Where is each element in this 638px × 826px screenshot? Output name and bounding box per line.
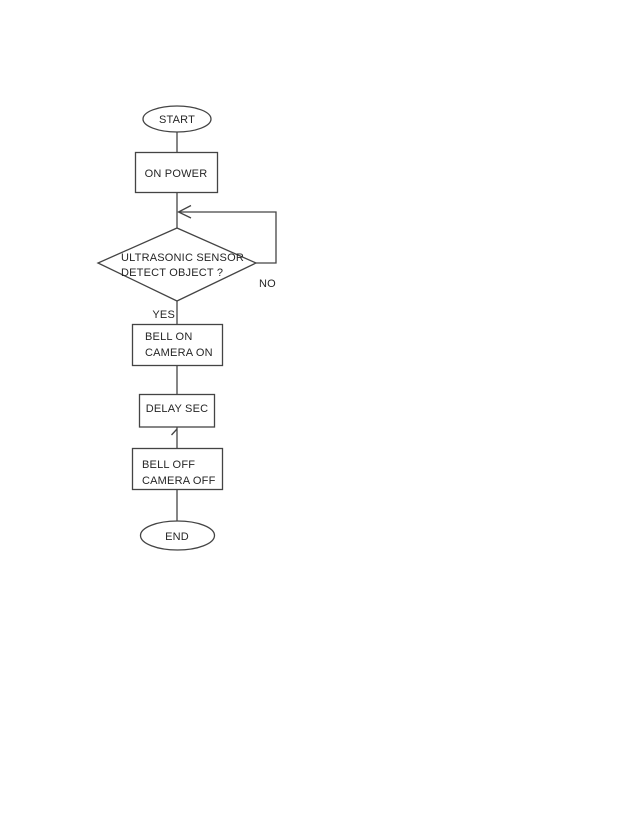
yes-branch-label: YES	[152, 309, 175, 321]
belloff-label-line2: CAMERA OFF	[142, 475, 216, 487]
decision-diamond	[96, 227, 258, 302]
belloff-process	[131, 447, 224, 491]
arrowhead-tick-icon	[171, 428, 178, 436]
delay-process	[138, 393, 216, 428]
decision-label-line1: ULTRASONIC SENSOR	[121, 252, 244, 264]
end-terminator	[139, 520, 216, 551]
bellon-process	[131, 323, 224, 367]
edge-no-loop	[180, 211, 277, 264]
bellon-label-line1: BELL ON	[145, 331, 192, 343]
bellon-label-line2: CAMERA ON	[145, 347, 213, 359]
no-branch-label: NO	[259, 278, 276, 290]
arrowhead-left-icon	[177, 204, 192, 219]
start-terminator	[142, 105, 212, 133]
onpower-process	[134, 151, 219, 194]
decision-label-line2: DETECT OBJECT ?	[121, 267, 223, 279]
delay-label: DELAY SEC	[146, 403, 209, 415]
belloff-label-line1: BELL OFF	[142, 459, 195, 471]
end-label: END	[165, 531, 189, 543]
onpower-label: ON POWER	[145, 168, 208, 180]
start-label: START	[159, 114, 195, 126]
